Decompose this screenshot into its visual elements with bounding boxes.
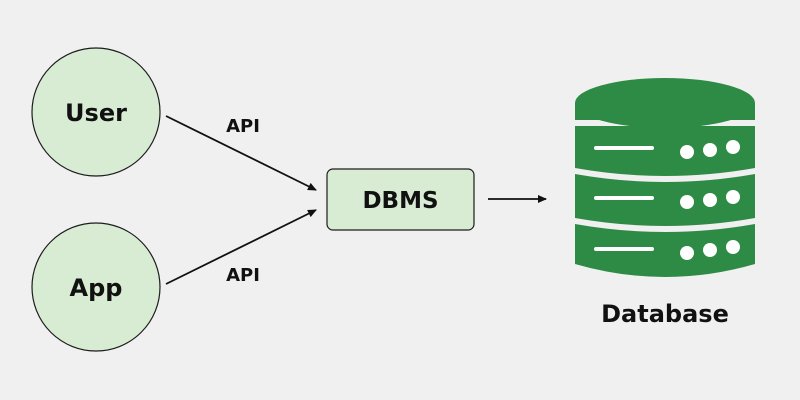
tier-1-dot-1: [680, 145, 694, 159]
app-circle: [31, 222, 161, 352]
edge-user-to-dbms: API: [165, 115, 317, 191]
tier-3-dot-2: [703, 243, 717, 257]
tier-3-dot-3: [726, 240, 740, 254]
user-label: User: [65, 99, 127, 127]
api-label-app: API: [226, 265, 260, 286]
tier-1-dot-2: [703, 143, 717, 157]
database-top-rim: [575, 103, 755, 120]
dbms-label: DBMS: [362, 188, 438, 214]
database-tier-1: [575, 126, 755, 176]
tier-2-dot-3: [726, 190, 740, 204]
tier-3-dot-1: [680, 246, 694, 260]
edge-app-to-dbms: API: [165, 209, 317, 286]
database-server-icon: [575, 78, 755, 277]
arrow-user-to-dbms: [165, 115, 317, 191]
tier-1-dot-3: [726, 140, 740, 154]
database-tier-2: [575, 174, 755, 226]
app-node: App: [31, 222, 161, 352]
user-node: User: [31, 47, 161, 177]
dbms-node: DBMS: [326, 168, 475, 231]
dbms-box: [326, 168, 475, 231]
user-circle: [31, 47, 161, 177]
arrow-app-to-dbms: [165, 209, 317, 285]
api-label-user: API: [226, 116, 260, 137]
app-label: App: [70, 274, 123, 302]
tier-2-dot-1: [680, 195, 694, 209]
database-tier-3: [575, 224, 755, 277]
tier-2-dot-2: [703, 193, 717, 207]
database-label: Database: [601, 300, 729, 328]
